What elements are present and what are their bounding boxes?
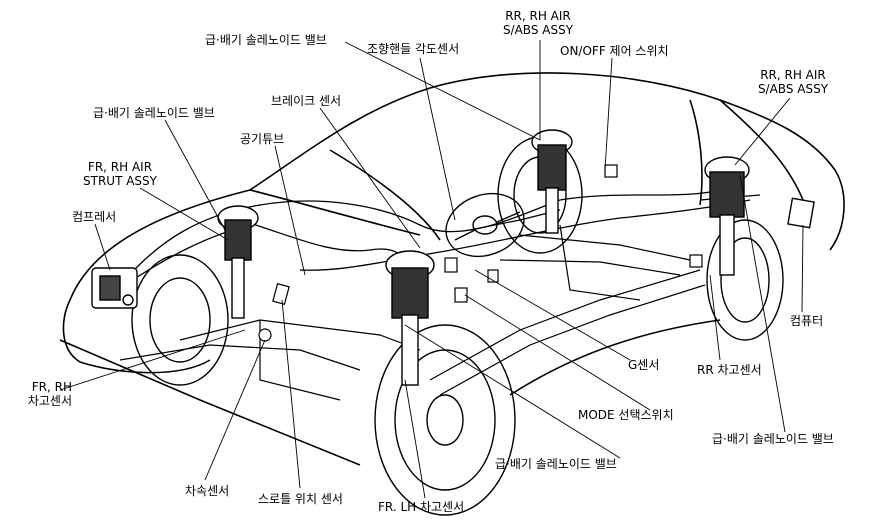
label-rr-rh-air-top-line2: S/ABS ASSY: [502, 23, 574, 37]
label-rr-rh-air-top: RR, RH AIR S/ABS ASSY: [497, 9, 579, 37]
label-solenoid-top: 급·배기 솔레노이드 밸브: [205, 33, 327, 47]
label-rr-rh-air-right: RR, RH AIR S/ABS ASSY: [750, 68, 836, 96]
label-fr-rh-air-strut-line2: STRUT ASSY: [83, 174, 157, 188]
label-solenoid-bottom-right: 급·배기 솔레노이드 밸브: [712, 432, 834, 446]
label-fr-rh-air-strut: FR, RH AIR STRUT ASSY: [80, 160, 160, 188]
air-strut-front-left: [217, 205, 259, 319]
label-rr-height-sensor: RR 차고센서: [697, 363, 762, 377]
label-fr-rh-height-sensor-line1: FR, RH: [31, 380, 72, 394]
label-fr-rh-height-sensor: FR, RH 차고센서: [8, 380, 72, 408]
label-computer: 컴퓨터: [790, 314, 824, 328]
label-fr-rh-height-sensor-line2: 차고센서: [27, 394, 72, 408]
car-body-outline: [59, 72, 845, 466]
air-lines: [124, 189, 761, 286]
label-fr-lh-height-sensor: FR. LH 차고센서: [378, 500, 465, 514]
label-solenoid-left: 급·배기 솔레노이드 밸브: [93, 106, 215, 120]
computer-unit: [787, 197, 815, 229]
small-sensors: [258, 164, 703, 342]
label-rr-rh-air-top-line1: RR, RH AIR: [505, 9, 571, 23]
label-rr-rh-air-right-line1: RR, RH AIR: [760, 68, 826, 82]
compressor-unit: [91, 267, 138, 309]
air-strut-rear-left: [531, 129, 573, 234]
label-fr-rh-air-strut-line1: FR, RH AIR: [87, 160, 153, 174]
label-compressor: 컴프레서: [72, 210, 117, 224]
steering-wheel: [445, 192, 525, 258]
label-g-sensor: G센서: [628, 358, 660, 372]
air-strut-front-right: [385, 250, 435, 386]
air-strut-rear-right: [704, 156, 750, 276]
label-solenoid-bottom-center: 급·배기 솔레노이드 밸브: [495, 457, 617, 471]
label-rr-rh-air-right-line2: S/ABS ASSY: [757, 82, 829, 96]
label-speed-sensor: 차속센서: [185, 484, 230, 498]
label-air-tube: 공기튜브: [240, 132, 285, 146]
leader-lines: [59, 40, 804, 499]
label-brake-sensor: 브레이크 센서: [271, 94, 342, 108]
label-mode-switch: MODE 선택스위치: [578, 408, 674, 422]
label-onoff-switch: ON/OFF 제어 스위치: [560, 44, 669, 58]
label-throttle-position-sensor: 스로틀 위치 센서: [258, 492, 343, 506]
label-steering-angle-sensor: 조향핸들 각도센서: [367, 42, 460, 56]
